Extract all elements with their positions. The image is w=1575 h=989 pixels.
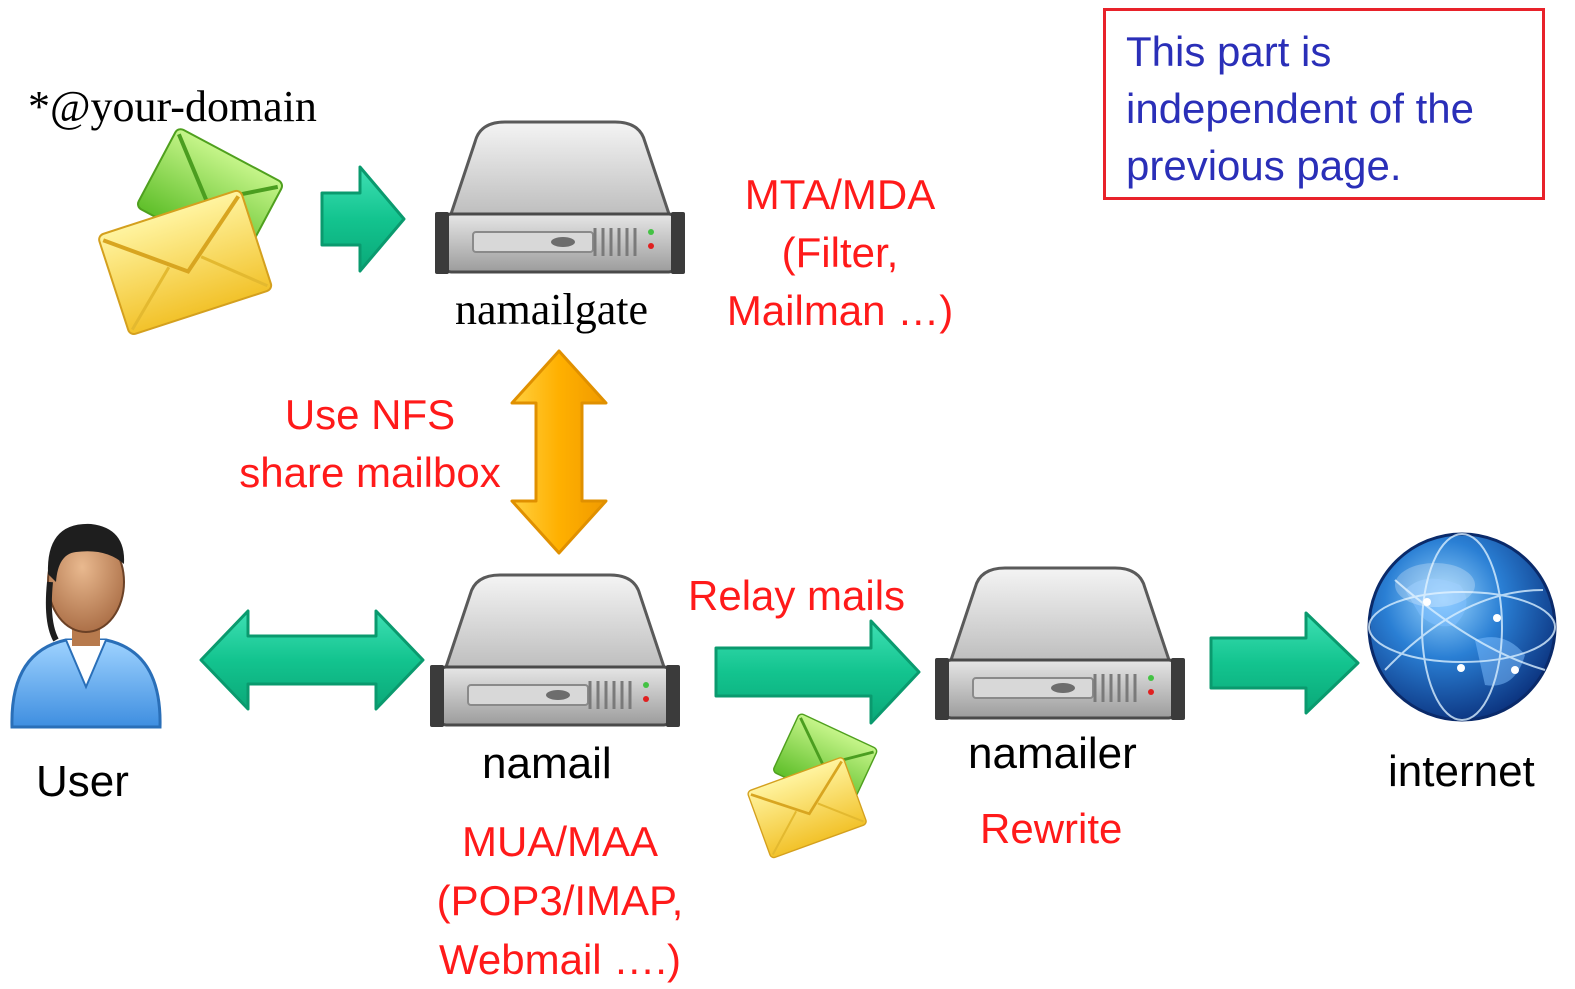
namail-role-line: MUA/MAA	[461, 818, 658, 865]
incoming-mail-arrow	[320, 165, 406, 273]
namailgate-server-icon	[433, 120, 687, 276]
user-icon	[10, 523, 162, 729]
namailgate-role-line: Mailman …)	[726, 287, 954, 334]
nfs-label-line: Use NFS	[284, 391, 456, 438]
user-namail-arrow	[199, 609, 425, 711]
namailer-role: Rewrite	[980, 805, 1123, 852]
namail-role: MUA/MAA (POP3/IMAP, Webmail ….)	[400, 812, 720, 989]
relay-envelope-icon	[745, 711, 880, 861]
namail-role-line: (POP3/IMAP,	[436, 877, 684, 924]
namail-server-icon	[428, 573, 682, 729]
nfs-share-arrow	[510, 349, 608, 555]
namail-label: namail	[482, 739, 612, 788]
incoming-envelope-icon	[95, 140, 290, 338]
note-line: independent of the	[1126, 85, 1474, 132]
namailgate-role: MTA/MDA (Filter, Mailman …)	[690, 166, 990, 340]
namailgate-role-line: MTA/MDA	[744, 171, 936, 218]
relay-label: Relay mails	[688, 572, 906, 619]
user-label: User	[36, 757, 129, 806]
internet-arrow	[1209, 611, 1360, 715]
note-line: previous page.	[1126, 142, 1402, 189]
note-line: This part is	[1126, 28, 1332, 75]
nfs-label-line: share mailbox	[239, 449, 501, 496]
globe-icon	[1367, 532, 1557, 722]
namailer-server-icon	[933, 566, 1187, 722]
namail-role-line: Webmail ….)	[439, 936, 681, 983]
domain-label: *@your-domain	[28, 82, 317, 131]
relay-arrow	[714, 619, 921, 725]
namailgate-role-line: (Filter,	[781, 229, 899, 276]
namailer-label: namailer	[968, 729, 1137, 778]
nfs-label: Use NFS share mailbox	[210, 386, 530, 502]
internet-label: internet	[1388, 747, 1535, 796]
note-box: This part is independent of the previous…	[1103, 8, 1545, 200]
namailgate-label: namailgate	[455, 285, 649, 334]
